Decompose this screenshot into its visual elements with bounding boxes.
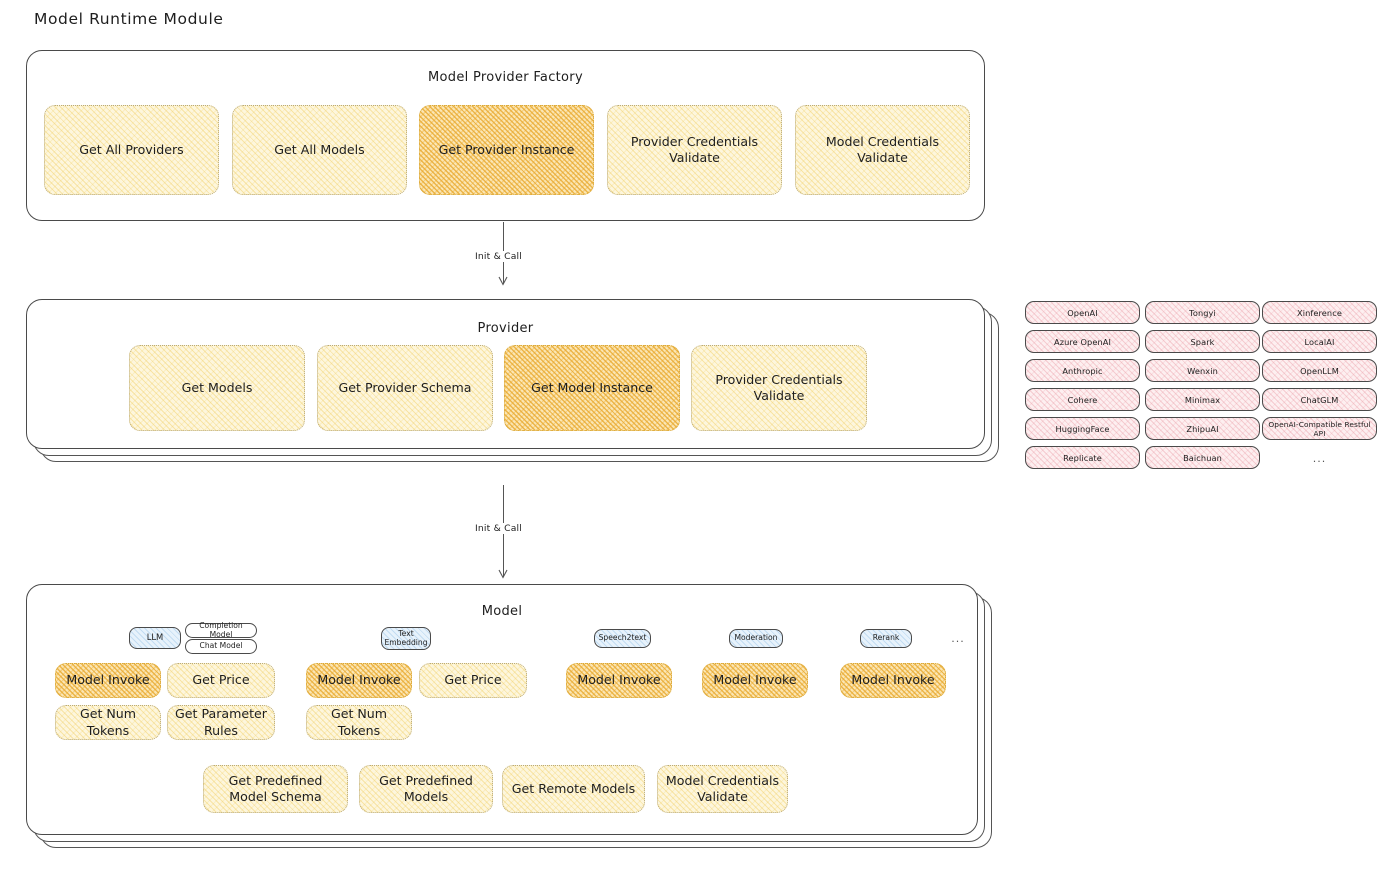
llm-method-get-num-tokens[interactable]: Get Num Tokens: [55, 705, 161, 740]
provider-fn-provider-credentials-validate[interactable]: Provider Credentials Validate: [691, 345, 867, 431]
model-type-badge-text-embedding[interactable]: Text Embedding: [381, 627, 431, 650]
factory-fn-get-all-providers[interactable]: Get All Providers: [44, 105, 219, 195]
provider-pill-zhipuai[interactable]: ZhipuAI: [1145, 417, 1260, 440]
speech2text-method-model-invoke[interactable]: Model Invoke: [566, 663, 672, 698]
model-type-badge-moderation[interactable]: Moderation: [729, 629, 783, 648]
provider-list-more-ellipsis: ...: [1312, 451, 1327, 465]
factory-fn-model-credentials-validate[interactable]: Model Credentials Validate: [795, 105, 970, 195]
provider-pill-azure-openai[interactable]: Azure OpenAI: [1025, 330, 1140, 353]
provider-pill-cohere[interactable]: Cohere: [1025, 388, 1140, 411]
provider-pill-tongyi[interactable]: Tongyi: [1145, 301, 1260, 324]
provider-title: Provider: [477, 321, 534, 336]
rerank-method-model-invoke[interactable]: Model Invoke: [840, 663, 946, 698]
provider-pill-minimax[interactable]: Minimax: [1145, 388, 1260, 411]
text-embedding-method-get-price[interactable]: Get Price: [419, 663, 527, 698]
factory-fn-get-provider-instance[interactable]: Get Provider Instance: [419, 105, 594, 195]
provider-pill-spark[interactable]: Spark: [1145, 330, 1260, 353]
factory-fn-provider-credentials-validate[interactable]: Provider Credentials Validate: [607, 105, 782, 195]
provider-pill-anthropic[interactable]: Anthropic: [1025, 359, 1140, 382]
arrow-label-init-and-call-1: Init & Call: [472, 251, 526, 262]
provider-pill-chatglm[interactable]: ChatGLM: [1262, 388, 1377, 411]
arrow-label-init-and-call-2: Init & Call: [472, 523, 526, 534]
provider-fn-get-provider-schema[interactable]: Get Provider Schema: [317, 345, 493, 431]
provider-pill-openllm[interactable]: OpenLLM: [1262, 359, 1377, 382]
model-type-badge-llm[interactable]: LLM: [129, 627, 181, 649]
text-embedding-method-get-num-tokens[interactable]: Get Num Tokens: [306, 705, 412, 740]
model-types-more-ellipsis: ...: [951, 631, 965, 645]
model-common-model-credentials-validate[interactable]: Model Credentials Validate: [657, 765, 788, 813]
model-common-get-remote-models[interactable]: Get Remote Models: [502, 765, 645, 813]
model-provider-factory-title: Model Provider Factory: [428, 70, 583, 85]
provider-pill-openai-compatible-restful-api[interactable]: OpenAI-Compatible Restful API: [1262, 417, 1377, 440]
provider-fn-get-model-instance[interactable]: Get Model Instance: [504, 345, 680, 431]
provider-pill-replicate[interactable]: Replicate: [1025, 446, 1140, 469]
llm-method-get-parameter-rules[interactable]: Get Parameter Rules: [167, 705, 275, 740]
model-common-get-predefined-models[interactable]: Get Predefined Models: [359, 765, 493, 813]
provider-fn-get-models[interactable]: Get Models: [129, 345, 305, 431]
provider-pill-huggingface[interactable]: HuggingFace: [1025, 417, 1140, 440]
model-type-badge-speech2text[interactable]: Speech2text: [594, 629, 651, 648]
model-subbadge-chat-model[interactable]: Chat Model: [185, 639, 257, 654]
arrow-provider-to-model-head: [498, 569, 508, 579]
text-embedding-method-model-invoke[interactable]: Model Invoke: [306, 663, 412, 698]
provider-pill-baichuan[interactable]: Baichuan: [1145, 446, 1260, 469]
moderation-method-model-invoke[interactable]: Model Invoke: [702, 663, 808, 698]
model-common-get-predefined-model-schema[interactable]: Get Predefined Model Schema: [203, 765, 348, 813]
model-subbadge-completion-model[interactable]: Completion Model: [185, 621, 257, 638]
provider-pill-wenxin[interactable]: Wenxin: [1145, 359, 1260, 382]
llm-method-model-invoke[interactable]: Model Invoke: [55, 663, 161, 698]
provider-pill-openai[interactable]: OpenAI: [1025, 301, 1140, 324]
llm-method-get-price[interactable]: Get Price: [167, 663, 275, 698]
provider-pill-xinference[interactable]: Xinference: [1262, 301, 1377, 324]
provider-pill-localai[interactable]: LocalAI: [1262, 330, 1377, 353]
arrow-factory-to-provider-head: [498, 276, 508, 286]
model-title: Model: [481, 604, 523, 619]
page-title: Model Runtime Module: [34, 10, 224, 28]
model-type-badge-rerank[interactable]: Rerank: [860, 629, 912, 648]
factory-fn-get-all-models[interactable]: Get All Models: [232, 105, 407, 195]
